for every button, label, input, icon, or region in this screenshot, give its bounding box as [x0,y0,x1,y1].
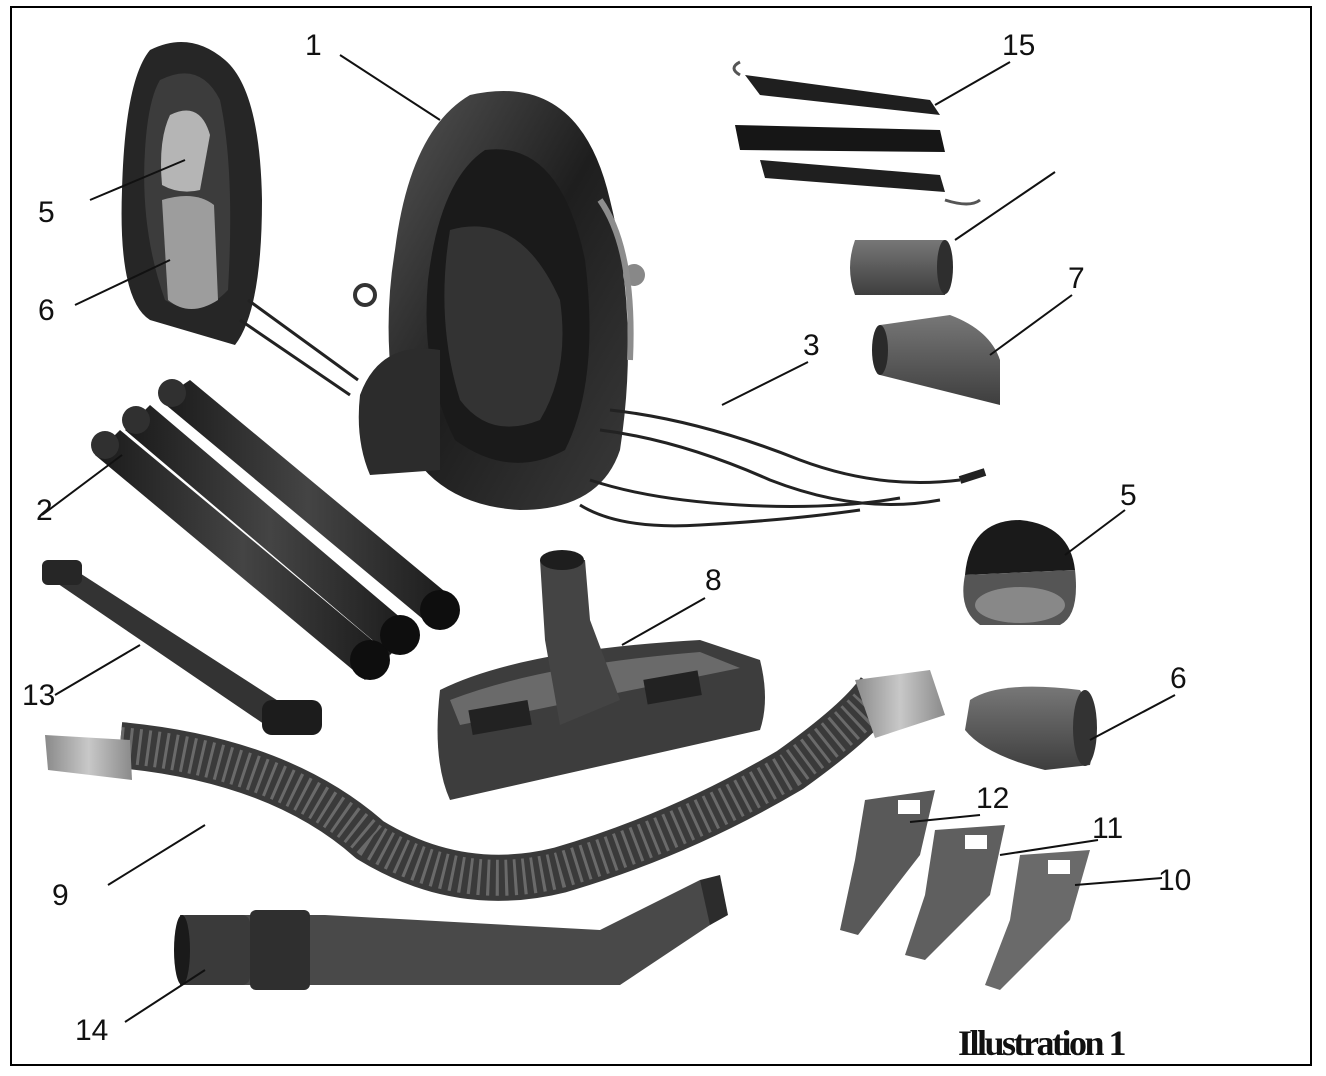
callout-number-c1: 1 [305,29,322,62]
crevice-wand [42,560,322,735]
leader-line-c9 [107,824,206,886]
nozzle-adapter [872,315,1000,405]
callout-number-c9: 9 [52,879,69,912]
callout-number-c13: 13 [22,679,55,712]
connector-tube [850,240,953,295]
leader-line-c12 [909,814,981,823]
callout-number-c11: 11 [1092,812,1123,845]
handle-tube [174,875,728,990]
callout-number-c8: 8 [705,564,722,597]
callout-number-c6a: 6 [38,294,55,327]
vacuum-body [353,90,645,510]
leader-line-c6b [1089,694,1176,741]
callout-number-c7: 7 [1068,262,1085,295]
extension-tubes [91,379,460,680]
shoulder-strap [732,60,981,206]
leader-line-c15 [934,61,1011,106]
leader-line-c11 [999,839,1099,856]
callout-number-c15: 15 [1002,29,1035,62]
callout-number-c2: 2 [36,494,53,527]
illustration-caption: Illustration 1 [958,1023,1126,1063]
round-brush [963,520,1076,625]
leader-line-c8 [621,597,706,646]
illustration-frame [10,6,1312,1066]
leader-line-c6a [74,259,171,306]
callout-number-c5b: 5 [1120,479,1137,512]
small-nozzle-11 [905,825,1005,960]
callout-number-c14: 14 [75,1014,108,1047]
conical-nozzle [965,686,1097,770]
leader-line-c14 [124,969,206,1023]
callout-number-c5a: 5 [38,196,55,229]
small-nozzle-10 [985,850,1090,990]
leader-line-c13 [54,644,141,696]
callout-number-c12: 12 [976,782,1009,815]
callout-number-c6b: 6 [1170,662,1187,695]
leader-line-c3 [721,361,809,406]
leader-line-connector [954,171,1056,241]
leader-line-c10 [1074,877,1163,886]
leader-line-c2 [41,454,123,516]
leader-line-c5a [89,159,186,201]
flexible-hose [45,670,945,901]
leader-line-c7 [989,294,1073,356]
callout-number-c3: 3 [803,329,820,362]
leader-line-c5b [1064,509,1126,556]
leader-line-c1 [339,54,441,121]
power-cord [579,408,987,528]
callout-number-c10: 10 [1158,864,1191,897]
small-nozzle-12 [840,790,935,935]
filter-bag-holder [121,42,359,397]
floor-nozzle [437,550,765,800]
